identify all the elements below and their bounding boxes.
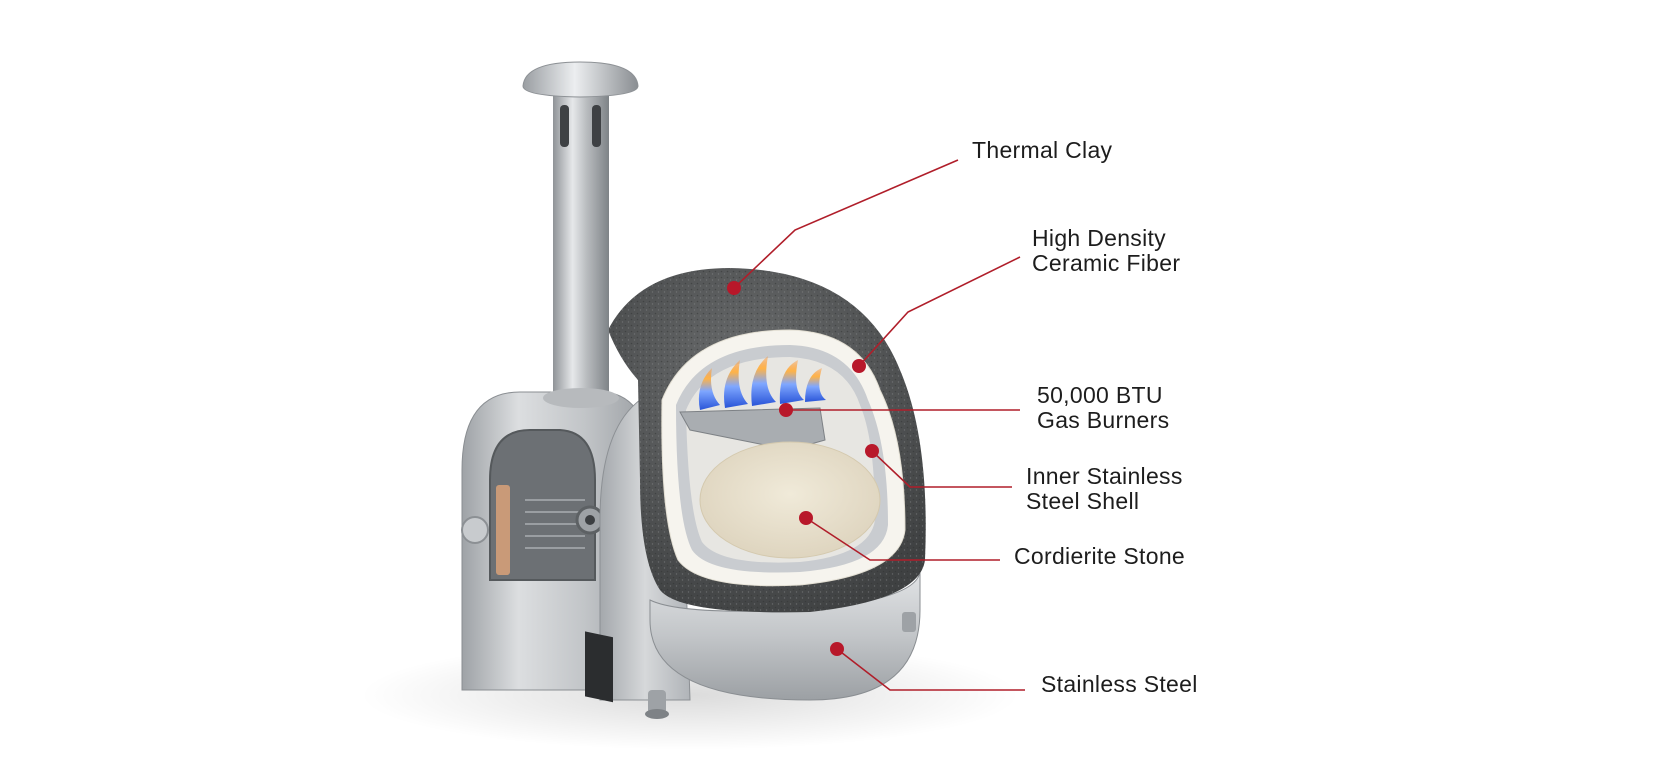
callout-leaders [727,159,1025,691]
leader-dot-cordierite-stone [799,511,813,525]
leader-line-thermal-clay [733,159,959,289]
cordierite-stone-disc [699,441,881,559]
foot-left [648,690,666,714]
chimney-collar [543,388,619,408]
gas-burners [679,356,826,451]
flame-1 [698,368,720,410]
leader-line-cordierite-stone [805,517,1000,561]
leader-dot-stainless-steel [830,642,844,656]
base-ring [649,569,921,701]
leader-line-inner-shell [871,450,1012,488]
side-door-opening [489,429,596,581]
oven-illustration [461,61,926,719]
gas-knob [461,516,489,544]
leader-line-ceramic-fiber [858,256,1021,367]
callout-thermal-clay: Thermal Clay [972,137,1113,163]
wooden-handle [496,485,510,575]
leader-dot-inner-shell [865,444,879,458]
callout-stainless-steel: Stainless Steel [1041,671,1198,697]
foot-right [902,612,916,632]
chimney-vent-right [592,105,601,147]
flame-3 [751,356,776,406]
foot-left-base [645,709,669,719]
callout-cordierite-stone: Cordierite Stone [1014,543,1185,569]
leader-line-stainless-steel [836,648,1025,691]
callout-gas-burners: 50,000 BTU Gas Burners [1037,382,1170,433]
flame-4 [779,360,804,404]
side-door-grate [525,499,585,549]
igniter-center [585,515,595,525]
flame-5 [805,368,826,402]
leader-dot-thermal-clay [727,281,741,295]
leader-dot-gas-burners [779,403,793,417]
callout-ceramic-fiber: High Density Ceramic Fiber [1032,225,1181,276]
chimney-cap [522,61,639,98]
leader-dot-ceramic-fiber [852,359,866,373]
brand-logo-plate [585,631,613,703]
callout-inner-shell: Inner Stainless Steel Shell [1026,463,1183,514]
flame-2 [724,360,748,408]
chimney-vent-left [560,105,569,147]
